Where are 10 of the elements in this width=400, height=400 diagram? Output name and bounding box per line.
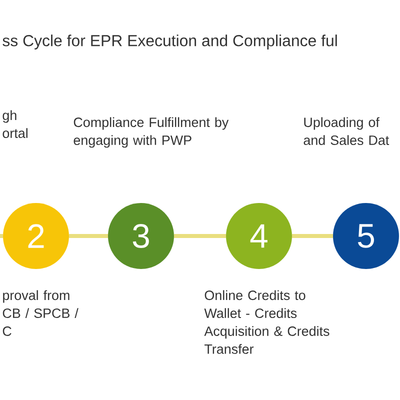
connector-line — [292, 234, 333, 238]
step-description: Compliance Fulfillment by engaging with PWP — [74, 117, 229, 148]
step-description: proval from CB / SPCB / C — [2, 290, 78, 336]
step-description: Uploading of and Sales Dat — [304, 117, 390, 145]
connector-line — [69, 234, 108, 238]
connector-line — [0, 234, 3, 238]
connector-line — [174, 234, 226, 238]
step-description: gh ortal — [2, 110, 28, 138]
title: ss Cycle for EPR Execution and Compliance ful — [2, 34, 337, 50]
step-description: Online Credits to Wallet - Credits Acquisition & Credits Transfer — [204, 290, 330, 354]
